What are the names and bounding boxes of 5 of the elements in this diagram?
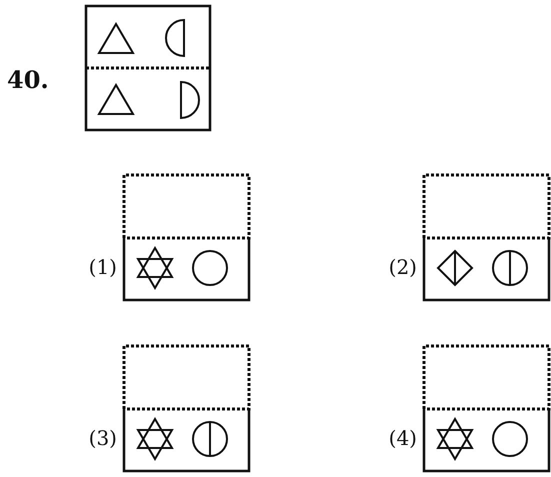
option-number: (4) xyxy=(388,428,417,448)
option-number: (2) xyxy=(388,257,417,277)
question-number: 40. xyxy=(7,68,49,92)
option-number: (3) xyxy=(88,428,117,448)
option-number: (1) xyxy=(88,257,117,277)
